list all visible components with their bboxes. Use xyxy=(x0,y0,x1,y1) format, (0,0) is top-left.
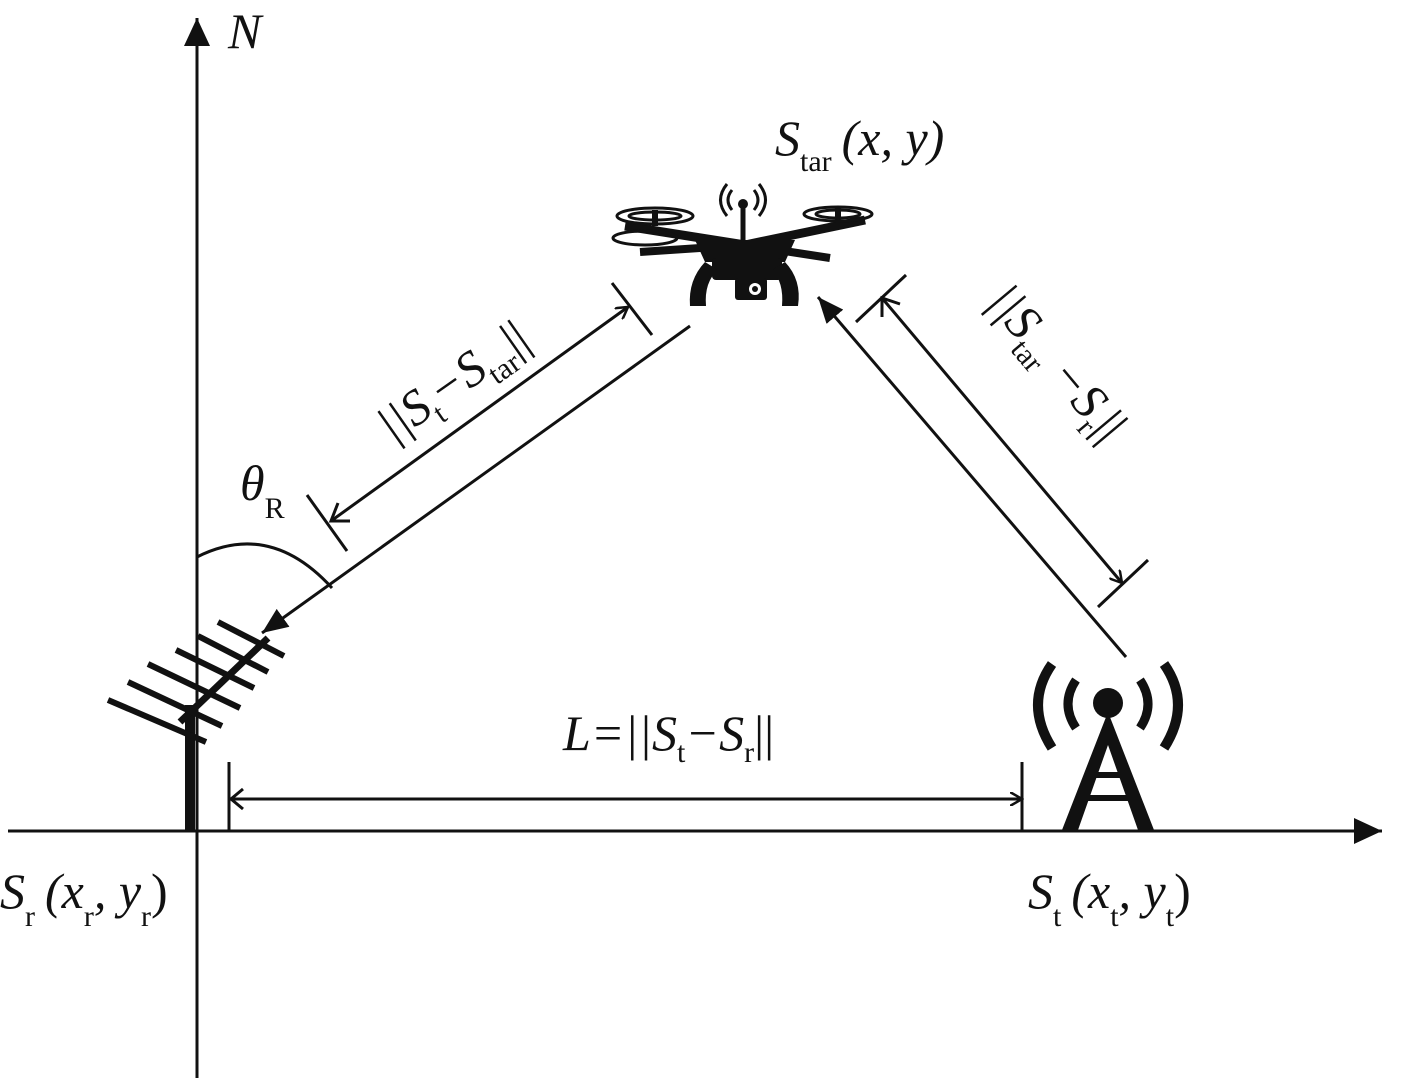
baseline-label: L=||St−Sr|| xyxy=(562,705,774,769)
right-dimension-arrowhead xyxy=(880,295,901,317)
left-dimension-arrowhead xyxy=(328,502,350,523)
right-dimension-tick-bottom xyxy=(1096,558,1150,609)
drone-icon xyxy=(611,183,874,306)
receiver-label: Sr(xr, yr) xyxy=(0,863,168,933)
right-distance-label: ||Star −Sr|| xyxy=(970,273,1138,456)
yagi-antenna-icon xyxy=(106,619,286,832)
north-axis-label: N xyxy=(227,3,264,59)
radio-tower-icon xyxy=(1033,661,1183,830)
right-dimension-arrow xyxy=(880,297,1122,583)
target-label: Star(x, y) xyxy=(775,110,944,178)
transmit-path-arrow xyxy=(816,296,1128,658)
left-dimension-tick-top xyxy=(610,282,654,336)
left-dimension-tick-bottom xyxy=(305,494,349,552)
angle-label: θR xyxy=(240,455,285,525)
angle-arc xyxy=(196,542,334,590)
transmitter-label: St(xt, yt) xyxy=(1028,863,1191,933)
baseline-left-arrowhead xyxy=(228,787,244,811)
left-dimension-arrow xyxy=(330,307,628,523)
left-distance-label: ||St−Star|| xyxy=(366,309,543,460)
echo-path-arrow xyxy=(261,324,691,635)
